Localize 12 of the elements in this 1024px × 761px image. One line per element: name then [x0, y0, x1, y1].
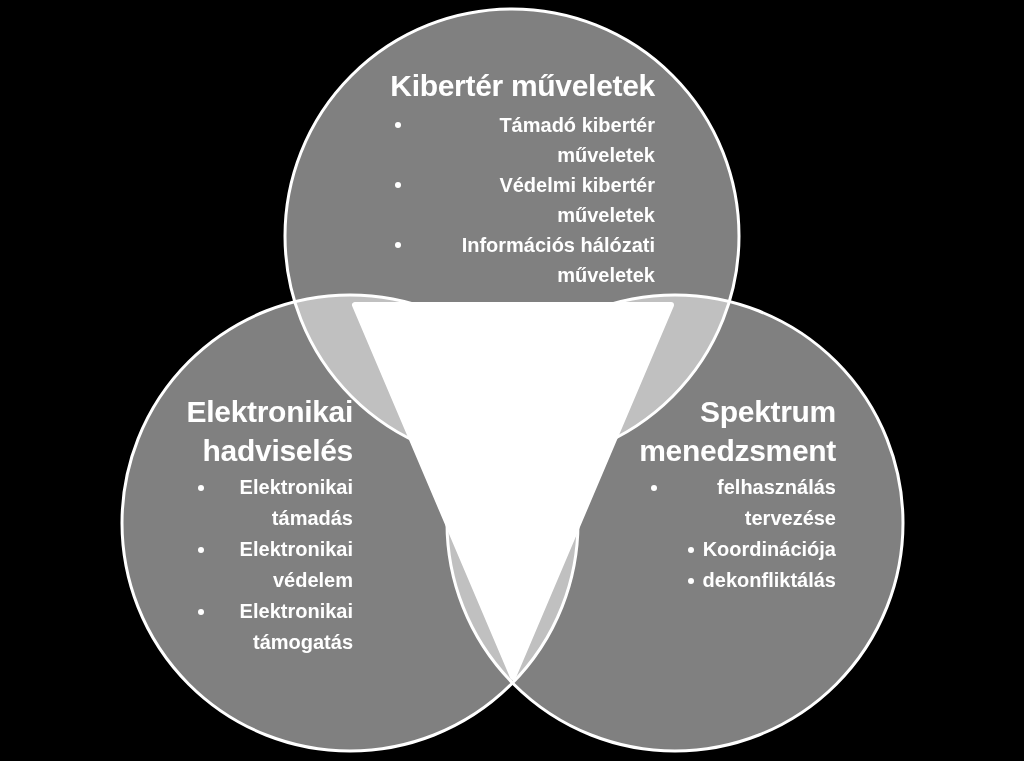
circle-heading: Spektrum menedzsment: [638, 394, 836, 469]
bullet-text: Elektronikai védelem: [238, 537, 353, 593]
bullet-text: Koordinációja: [702, 537, 836, 562]
circle-heading: Kibertér műveletek: [390, 68, 655, 104]
bullet-text: felhasználás tervezése: [716, 475, 836, 531]
bullet-text: Elektronikai támogatás: [238, 599, 353, 655]
bullet-text: Támadó kibertér műveletek: [498, 113, 655, 168]
bullet-text: dekonfliktálás: [702, 568, 836, 593]
bullet-text: Információs hálózati műveletek: [460, 233, 655, 288]
bullet-text: Elektronikai támadás: [238, 475, 353, 531]
circle-heading: Elektronikai hadviselés: [185, 394, 353, 469]
bullet-text: Védelmi kibertér műveletek: [498, 173, 655, 228]
